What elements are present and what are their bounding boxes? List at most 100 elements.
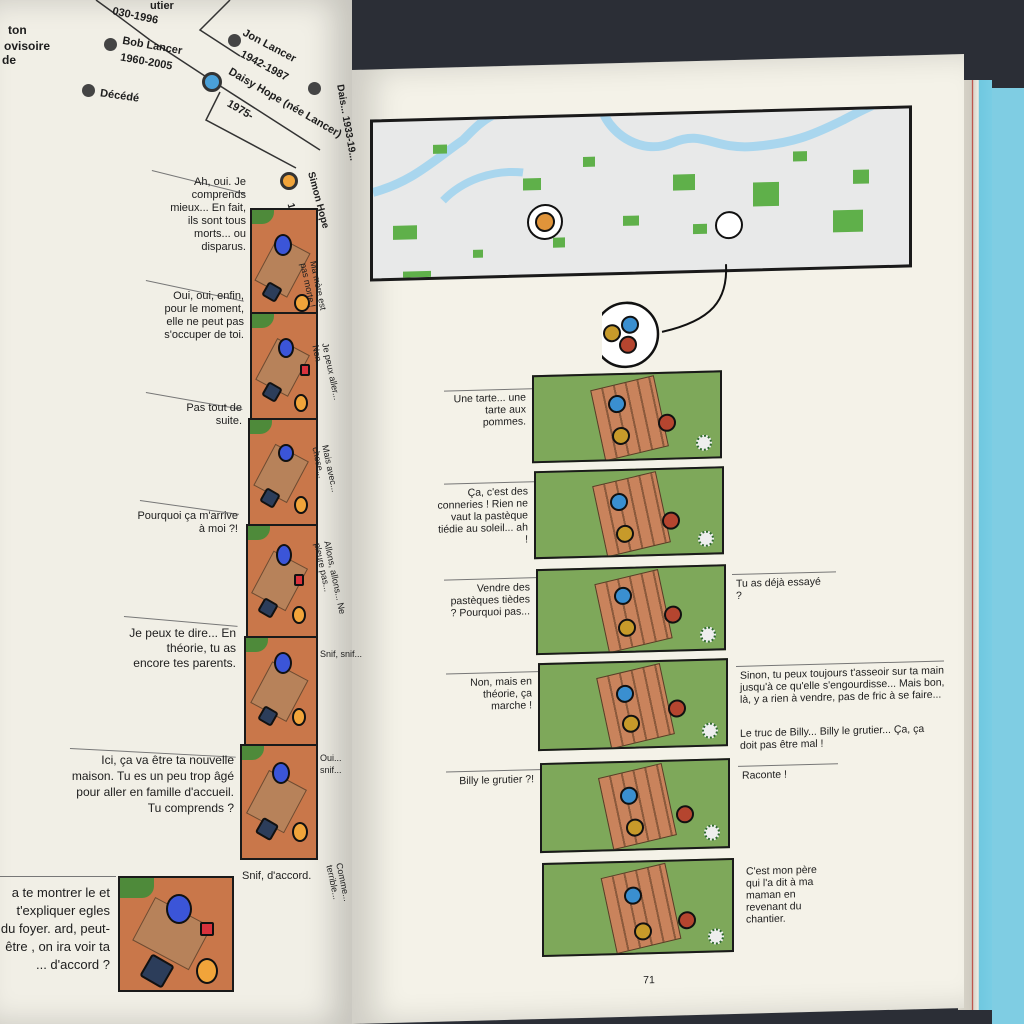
plant [120,878,154,898]
speech-text: Pourquoi ça m'arrive à moi ?! [137,510,238,535]
sun-icon [708,928,724,945]
pallet [590,374,670,461]
speech-text: Billy le grutier ?! [459,773,534,788]
token-red [662,511,680,530]
token-blue [166,894,192,924]
daisy-token-icon [202,72,222,92]
token-blue [278,338,294,358]
office-panel-5 [244,636,318,746]
speech-text: Tu as déjà essayé ? [736,575,821,602]
speech-text: C'est mon père qui l'a dit à ma maman en… [746,863,817,926]
office-panel-6 [240,744,318,860]
speech-text: Pas tout de suite. [186,402,242,427]
token-red [676,805,694,824]
speech-rule [446,769,540,773]
family-tree-lines [95,0,321,169]
token-red [658,413,676,432]
token-blue [278,444,294,462]
token-blue [274,652,292,674]
plant [246,638,268,652]
speech-text: Non, mais en théorie, ça marche ! [470,675,532,713]
pallet [596,662,676,749]
pallet [592,470,672,557]
simon-token-icon [280,172,298,190]
token-red [664,605,682,624]
deceased-icon [308,82,321,95]
sun-icon [698,530,714,547]
city-map [370,105,912,282]
garden-panel-5 [540,758,730,854]
speech-text: Sinon, tu peux toujours t'asseoir sur ta… [740,664,945,706]
token-red [678,910,696,930]
token-orange [294,496,308,514]
token-orange [292,606,306,624]
token-blue [276,544,292,566]
token-orange [294,394,308,412]
garden-panel-2 [534,466,724,560]
tree-fragment: utier [150,0,174,12]
speech-text: Oui... snif... [320,753,342,775]
tree-fragment: ovisoire [4,39,51,53]
office-panel-3 [248,418,318,530]
token-red [200,922,214,936]
office-panel-4 [246,524,318,638]
token-red [294,574,304,586]
speech-text: Snif, snif... [320,649,363,659]
speech-text: Je peux te dire... En théorie, tu as enc… [129,626,236,670]
garden-panel-6 [542,857,734,958]
sun-icon [704,824,720,841]
sun-icon [696,434,712,451]
speech-text: Comme... terrible... [324,862,353,903]
map-connector [602,264,728,369]
token-blue [272,762,290,784]
plant [248,526,270,540]
plant [252,314,274,328]
speech-rule [444,577,536,581]
token-orange [196,958,218,984]
speech-text: Vendre des pastèques tièdes ? Pourquoi p… [450,581,530,620]
plant [252,210,274,224]
speech-text: Une tarte... une tarte aux pommes. [453,391,526,429]
left-page: ton ovisoire de utier 030-1996 Bob Lance… [0,0,362,1024]
map-drawing [373,108,875,278]
tree-fragment: ton [8,23,27,37]
speech-text: a te montrer le et t'expliquer egles du … [0,885,110,972]
garden-panel-1 [532,370,722,464]
speech-text: Le truc de Billy... Billy le grutier... … [740,723,925,752]
token-blue [274,234,292,256]
page-number: 71 [643,974,655,987]
plant [250,420,272,434]
right-page: Une tarte... une tarte aux pommes. Ça, c… [352,53,964,1024]
plant [242,746,264,760]
speech-rule [444,481,534,485]
speech-text: Ça, c'est des conneries ! Rien ne vaut l… [437,485,528,546]
office-panel-2 [250,312,318,424]
speech-text: Allons, allons... Ne pleure pas... [312,540,348,615]
speech-text: Ah, oui. Je comprends mieux... En fait, … [170,176,246,253]
deceased-icon [228,34,241,47]
speech-rule [738,763,838,767]
token-orange [294,294,310,312]
garden-panel-4 [538,658,728,752]
token-red [668,699,686,718]
token-orange [292,708,306,726]
speech-text: Oui, oui, enfin, pour le moment, elle ne… [164,290,244,341]
garden-panel-3 [536,564,726,656]
pallet [598,762,678,851]
office-panel-7 [118,876,234,992]
pallet [594,568,674,653]
token-orange [292,822,308,842]
speech-rule [446,671,538,675]
speech-rule [0,876,116,877]
sun-icon [700,626,716,643]
tree-fragment: de [2,53,17,67]
sun-icon [702,722,718,739]
speech-text: Raconte ! [742,768,787,782]
deceased-icon [104,38,117,51]
token-red [300,364,310,376]
book-cover-edge [992,88,1024,1024]
speech-text: Ici, ça va être ta nouvelle maison. Tu e… [71,753,234,815]
speech-text: Snif, d'accord. [242,870,312,882]
speech-rule [732,571,836,576]
deceased-legend-icon [82,84,95,97]
